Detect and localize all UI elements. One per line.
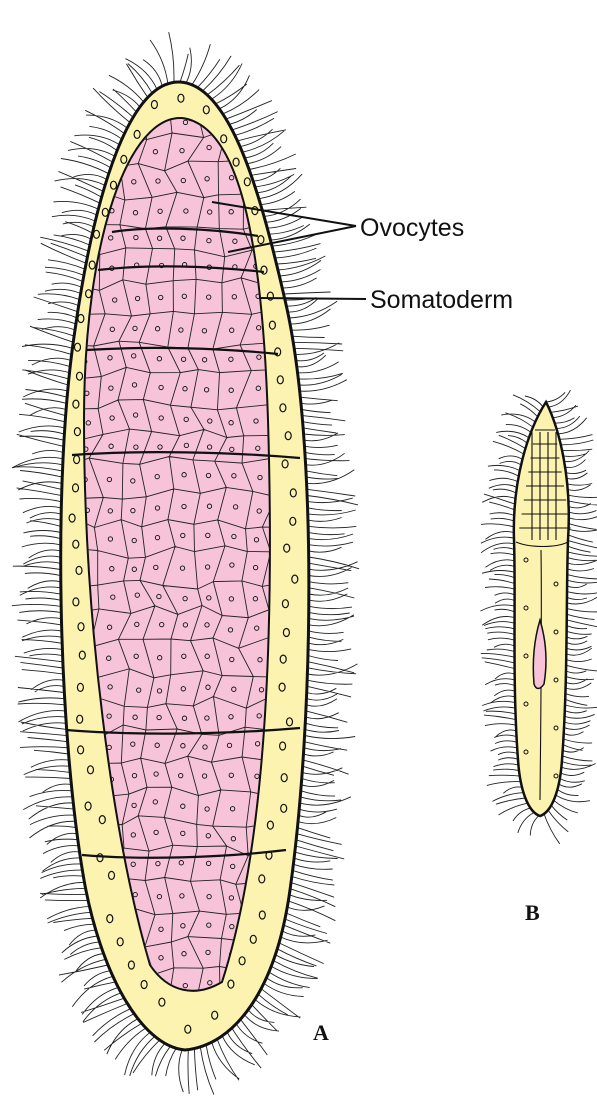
ovocyte-nucleus: [84, 925, 88, 929]
ovocyte-nucleus: [85, 117, 89, 121]
somatoderm-label: Somatoderm: [370, 286, 513, 314]
ovocyte-nucleus: [86, 207, 90, 211]
ovocyte-nucleus: [107, 984, 111, 988]
organism-a: [12, 32, 359, 1095]
somatoderm-pointer: [260, 298, 366, 299]
ovocyte-nucleus: [83, 952, 87, 956]
figure-b-label: B: [525, 900, 540, 925]
organism-b: [480, 390, 597, 844]
ovocytes-label: Ovocytes: [360, 214, 464, 242]
ovocyte-nucleus: [279, 118, 283, 122]
ovocyte-nucleus: [254, 149, 258, 153]
figure-a-label: A: [313, 1020, 329, 1045]
ovocyte-nucleus: [83, 176, 87, 180]
ovocyte-nucleus: [233, 118, 237, 122]
ovocyte-nucleus: [277, 150, 281, 154]
